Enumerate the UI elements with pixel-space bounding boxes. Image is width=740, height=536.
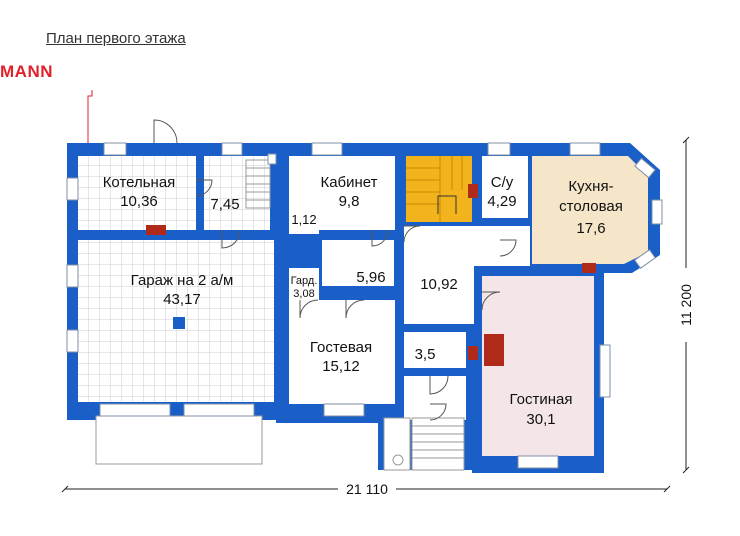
guest-room <box>289 300 395 404</box>
dimension-width <box>61 485 671 493</box>
doors <box>153 119 517 421</box>
study-area: 9,8 <box>339 193 360 210</box>
kitchen-label-2: столовая <box>559 198 623 215</box>
boiler-area: 10,36 <box>120 193 158 210</box>
staircase-storage <box>245 159 271 209</box>
wc-area: 4,29 <box>487 193 516 210</box>
dimension-depth <box>682 136 690 474</box>
corridor-area: 5,96 <box>356 269 385 286</box>
garage-area: 43,17 <box>163 291 201 308</box>
wardrobe-label: Гард. <box>291 275 318 287</box>
wc-room <box>482 156 528 218</box>
garage-label: Гараж на 2 а/м <box>131 272 234 289</box>
boiler-unit <box>146 225 166 235</box>
chimney-small <box>468 346 478 360</box>
living-area: 30,1 <box>526 411 555 428</box>
storage-room <box>204 156 270 230</box>
hall-extension <box>474 226 530 266</box>
corridor-room <box>322 240 394 286</box>
guest-area: 15,12 <box>322 358 360 375</box>
wardrobe-area: 3,08 <box>293 288 314 300</box>
garage-drain <box>173 317 185 329</box>
small-room <box>404 332 466 368</box>
staircase-main <box>406 156 472 222</box>
hall-room <box>404 226 474 324</box>
brand-logo: MANN <box>0 62 53 81</box>
wardrobe-room <box>289 268 319 300</box>
boiler-label: Котельная <box>103 174 176 191</box>
kitchen-label-1: Кухня- <box>568 178 613 195</box>
storage-area: 7,45 <box>210 196 239 213</box>
living-label: Гостиная <box>510 391 573 408</box>
windows <box>66 142 663 469</box>
kitchen-stove <box>582 263 596 273</box>
entry-room <box>404 376 466 420</box>
staircase-entry <box>383 417 465 471</box>
logo-leader-line <box>87 90 93 155</box>
hall-area: 10,92 <box>420 276 458 293</box>
kitchen-room <box>532 156 648 264</box>
wc-vent <box>468 184 478 198</box>
boiler-room <box>78 156 196 230</box>
fireplace <box>484 334 504 366</box>
wc-label: С/у <box>491 174 514 191</box>
dimension-depth-label: 11 200 <box>678 284 694 326</box>
garage-driveway <box>95 415 263 465</box>
closet-area: 1,12 <box>291 212 316 227</box>
dimension-width-label: 21 110 <box>346 481 388 497</box>
page-title: План первого этажа <box>46 30 186 47</box>
study-label: Кабинет <box>320 174 377 191</box>
guest-label: Гостевая <box>310 339 372 356</box>
room-fills <box>78 156 648 456</box>
small-area: 3,5 <box>415 346 436 363</box>
kitchen-area: 17,6 <box>576 220 605 237</box>
closet-room <box>289 206 319 234</box>
